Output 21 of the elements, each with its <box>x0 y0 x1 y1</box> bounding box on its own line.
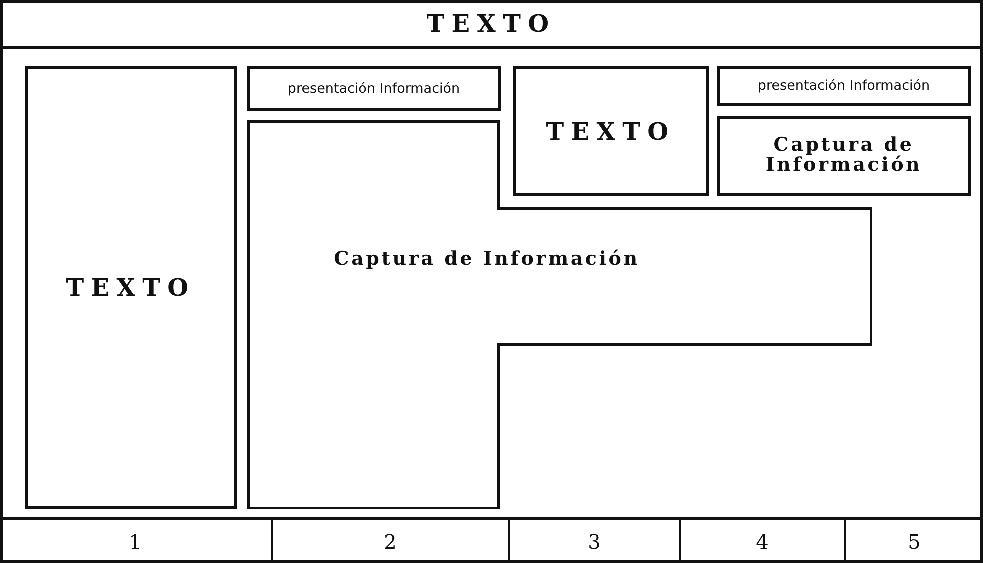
capture-panel <box>717 116 971 196</box>
panel-text: Captura de Información <box>764 136 924 176</box>
panel-text: TEXTO <box>66 273 196 302</box>
panel-text: TEXTO <box>546 116 676 146</box>
text-panel <box>513 66 709 196</box>
panel-text: 4 <box>756 530 769 554</box>
panel-text: 2 <box>384 530 397 554</box>
panel-text: presentación Información <box>758 78 930 94</box>
panel-text: 3 <box>588 530 601 554</box>
info-display-box <box>247 66 501 111</box>
panel-text: TEXTO <box>426 8 556 38</box>
panel-text: Captura de Información <box>333 250 641 270</box>
number-cell <box>679 517 844 563</box>
number-cell <box>271 517 508 563</box>
info-display-box <box>717 66 971 106</box>
text-panel <box>25 66 237 509</box>
number-cell <box>508 517 679 563</box>
number-cell <box>844 517 983 563</box>
panel-text: 1 <box>129 530 142 554</box>
panel-text: presentación Información <box>288 80 460 96</box>
panel-text: 5 <box>908 530 921 554</box>
